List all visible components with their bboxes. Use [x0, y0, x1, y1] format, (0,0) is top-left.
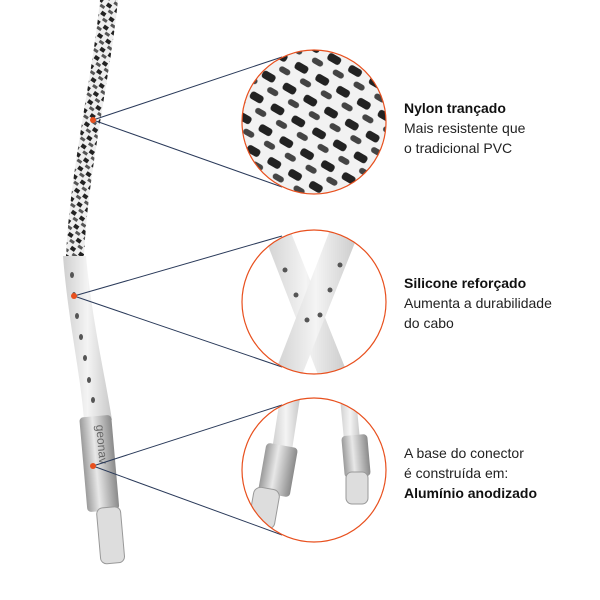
feature-aluminium: A base do conector é construída em: Alum…: [404, 443, 537, 503]
braided-cable: [66, 0, 118, 256]
callout-lines: [73, 56, 283, 536]
feature-line: o tradicional PVC: [404, 140, 513, 156]
silicone-strain-relief: [63, 256, 112, 420]
feature-line: é construída em:: [404, 465, 509, 481]
feature-title: Alumínio anodizado: [404, 485, 537, 501]
nylon-zoom-circle: [241, 49, 387, 195]
usb-c-connector: [96, 506, 125, 565]
callout-dots: [71, 117, 96, 469]
feature-title: Silicone reforçado: [404, 275, 527, 291]
feature-silicone: Silicone reforçado Aumenta a durabilidad…: [404, 273, 552, 333]
feature-line: Aumenta a durabilidade: [404, 295, 552, 311]
feature-title: Nylon trançado: [404, 100, 506, 116]
feature-line: A base do conector: [404, 445, 524, 461]
brand-logo: geonav: [93, 424, 110, 464]
feature-line: Mais resistente que: [404, 120, 526, 136]
silicone-zoom-circle: [241, 229, 387, 375]
connector-zoom-circle: [241, 397, 387, 543]
feature-nylon: Nylon trançado Mais resistente que o tra…: [404, 98, 525, 158]
feature-line: do cabo: [404, 315, 454, 331]
